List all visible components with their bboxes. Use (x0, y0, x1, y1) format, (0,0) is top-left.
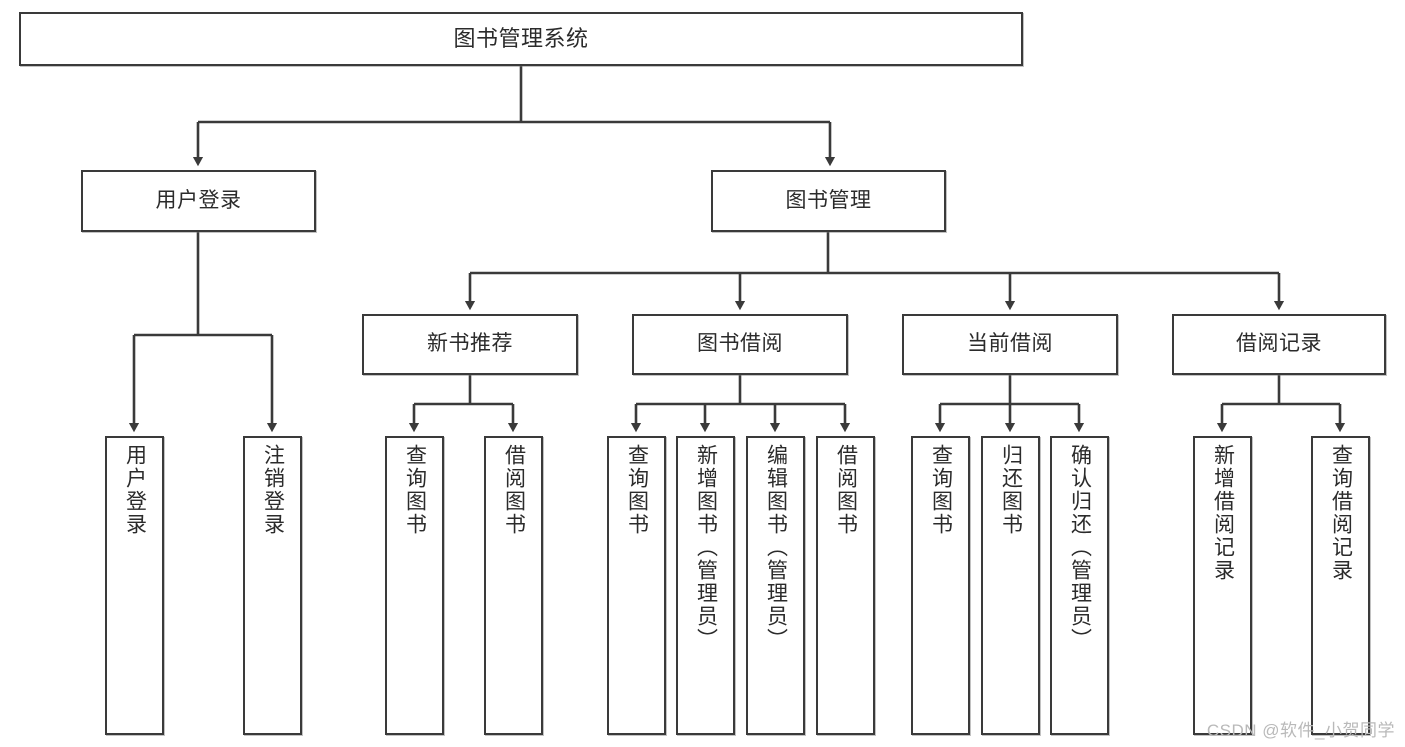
node-leaf-query-record-label: 查询借阅记录 (1329, 444, 1353, 582)
node-leaf-borrow-book-1[interactable]: 借阅图书 (484, 436, 543, 735)
node-leaf-return-book-label: 归还图书 (999, 444, 1023, 536)
node-leaf-confirm-return[interactable]: 确认归还（管理员） (1050, 436, 1109, 735)
node-leaf-borrow-book-1-label: 借阅图书 (502, 444, 526, 536)
node-user-login[interactable]: 用户登录 (81, 170, 316, 232)
node-leaf-query-record[interactable]: 查询借阅记录 (1311, 436, 1370, 735)
node-root[interactable]: 图书管理系统 (19, 12, 1023, 66)
csdn-watermark: CSDN @软件_小贺同学 (1206, 721, 1395, 740)
node-book-borrow-label: 图书借阅 (697, 332, 783, 356)
node-current-borrow-label: 当前借阅 (967, 332, 1053, 356)
node-leaf-add-record-label: 新增借阅记录 (1211, 444, 1235, 582)
node-leaf-query-book-2-label: 查询图书 (625, 444, 649, 536)
node-leaf-edit-book-label: 编辑图书（管理员） (764, 444, 788, 651)
node-leaf-edit-book[interactable]: 编辑图书（管理员） (746, 436, 805, 735)
node-leaf-borrow-book-2-label: 借阅图书 (834, 444, 858, 536)
node-current-borrow[interactable]: 当前借阅 (902, 314, 1118, 375)
node-book-manage-label: 图书管理 (785, 188, 872, 212)
node-leaf-user-logout[interactable]: 注销登录 (243, 436, 302, 735)
node-leaf-add-book[interactable]: 新增图书（管理员） (676, 436, 735, 735)
node-leaf-user-logout-label: 注销登录 (261, 444, 285, 536)
node-borrow-record-label: 借阅记录 (1236, 332, 1322, 356)
node-leaf-confirm-return-label: 确认归还（管理员） (1068, 444, 1092, 651)
node-leaf-return-book[interactable]: 归还图书 (981, 436, 1040, 735)
node-leaf-user-login-label: 用户登录 (123, 444, 147, 536)
node-leaf-query-book-3-label: 查询图书 (929, 444, 953, 536)
node-book-borrow[interactable]: 图书借阅 (632, 314, 848, 375)
node-root-label: 图书管理系统 (453, 26, 589, 52)
node-leaf-query-book-1-label: 查询图书 (403, 444, 427, 536)
node-leaf-add-record[interactable]: 新增借阅记录 (1193, 436, 1252, 735)
node-new-book-rec-label: 新书推荐 (427, 332, 513, 356)
node-new-book-rec[interactable]: 新书推荐 (362, 314, 578, 375)
node-leaf-query-book-3[interactable]: 查询图书 (911, 436, 970, 735)
node-leaf-query-book-1[interactable]: 查询图书 (385, 436, 444, 735)
node-borrow-record[interactable]: 借阅记录 (1172, 314, 1386, 375)
node-book-manage[interactable]: 图书管理 (711, 170, 946, 232)
node-leaf-borrow-book-2[interactable]: 借阅图书 (816, 436, 875, 735)
node-leaf-user-login[interactable]: 用户登录 (105, 436, 164, 735)
node-leaf-add-book-label: 新增图书（管理员） (694, 444, 718, 651)
node-leaf-query-book-2[interactable]: 查询图书 (607, 436, 666, 735)
node-user-login-label: 用户登录 (155, 188, 242, 212)
